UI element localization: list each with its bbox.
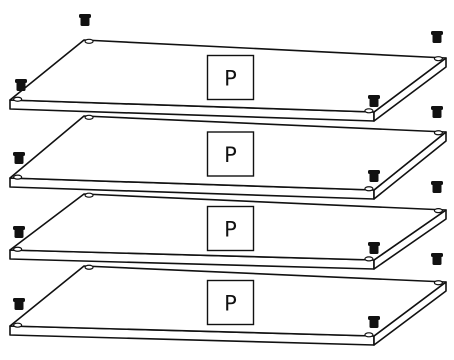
shelf-3: P <box>9 192 447 270</box>
corner-hole <box>433 208 443 214</box>
shelf-1: P <box>9 38 447 122</box>
support-peg-icon <box>15 79 27 91</box>
support-peg-icon <box>13 226 25 238</box>
support-peg-icon <box>368 316 380 328</box>
shelf-label: P <box>224 143 237 167</box>
support-peg-icon <box>79 14 91 26</box>
shelf-label: P <box>224 292 237 316</box>
shelf-label: P <box>224 218 237 242</box>
corner-hole <box>13 174 23 180</box>
corner-hole <box>433 130 443 136</box>
support-peg-icon <box>431 253 443 265</box>
corner-hole <box>13 322 23 328</box>
corner-hole <box>84 264 94 270</box>
corner-hole <box>433 56 443 62</box>
support-peg-icon <box>13 152 25 164</box>
corner-hole <box>84 114 94 120</box>
shelf-label: P <box>224 67 237 91</box>
support-peg-icon <box>431 181 443 193</box>
support-peg-icon <box>368 95 380 107</box>
corner-hole <box>433 280 443 286</box>
support-peg-icon <box>368 242 380 254</box>
corner-hole <box>364 332 374 338</box>
shelf-label-box <box>206 131 255 177</box>
support-peg-icon <box>431 31 443 43</box>
corner-hole <box>13 246 23 252</box>
support-peg-icon <box>368 170 380 182</box>
shelf-2: P <box>9 114 447 200</box>
corner-hole <box>364 256 374 262</box>
shelf-label-box <box>206 279 255 326</box>
corner-hole <box>84 38 94 44</box>
shelf-label-box <box>206 54 255 101</box>
corner-hole <box>364 186 374 192</box>
support-peg-icon <box>13 298 25 310</box>
support-peg-icon <box>431 106 443 118</box>
shelf-label-box <box>206 205 255 252</box>
corner-hole <box>84 192 94 198</box>
shelf-4: P <box>9 264 447 346</box>
corner-hole <box>13 96 23 102</box>
corner-hole <box>364 108 374 114</box>
